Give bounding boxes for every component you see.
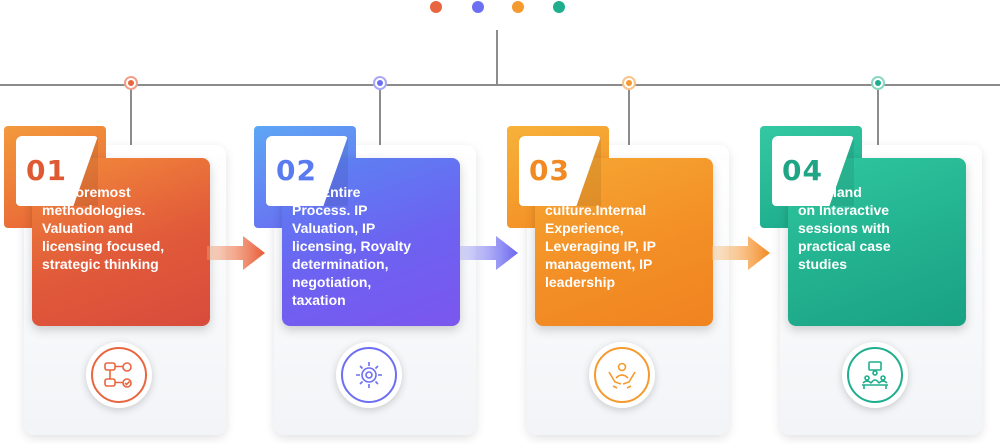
step-card-1: 01 The foremost methodologies. Valuation… <box>4 120 232 435</box>
step-description: The culture.Internal Experience, Leverag… <box>545 184 657 290</box>
legend-dot-2 <box>472 1 484 13</box>
branch-line-1 <box>130 86 132 146</box>
timeline-node-3 <box>622 76 636 90</box>
hands-collaboration-icon <box>608 362 636 389</box>
icon-badge <box>86 342 152 408</box>
gear-cog-icon <box>356 362 382 388</box>
branch-line-3 <box>628 86 630 146</box>
timeline-node-2 <box>373 76 387 90</box>
branch-line-4 <box>877 86 879 146</box>
step-number: 01 <box>26 154 67 187</box>
step-description: The Entire Process. IP Valuation, IP lic… <box>292 184 412 308</box>
timeline-node-1 <box>124 76 138 90</box>
icon-badge <box>842 342 908 408</box>
step-card-4: 04 The Hand on Interactive sessions with… <box>760 120 988 435</box>
arrow-right-icon <box>207 236 265 270</box>
legend-dot-4 <box>553 1 565 13</box>
branch-line-2 <box>379 86 381 146</box>
step-description: The Hand on Interactive sessions with pr… <box>798 184 891 272</box>
step-number: 02 <box>276 154 317 187</box>
icon-badge <box>589 342 655 408</box>
step-number: 03 <box>529 154 570 187</box>
icon-badge <box>336 342 402 408</box>
step-card-2: 02 The Entire Process. IP Valuation, IP … <box>254 120 482 435</box>
icon-ring <box>91 347 147 403</box>
workflow-icon <box>104 362 132 388</box>
icon-ring <box>341 347 397 403</box>
step-number: 04 <box>782 154 823 187</box>
arrow-right-icon <box>712 236 770 270</box>
step-card-3: 03 The culture.Internal Experience, Leve… <box>507 120 735 435</box>
timeline-node-4 <box>871 76 885 90</box>
trunk-line <box>496 30 498 86</box>
training-session-icon <box>862 361 888 389</box>
arrow-right-icon <box>460 236 518 270</box>
legend-dot-1 <box>430 1 442 13</box>
icon-ring <box>594 347 650 403</box>
step-description: The foremost methodologies. Valuation an… <box>42 184 165 272</box>
timeline-line <box>0 84 1000 86</box>
legend-dot-3 <box>512 1 524 13</box>
icon-ring <box>847 347 903 403</box>
